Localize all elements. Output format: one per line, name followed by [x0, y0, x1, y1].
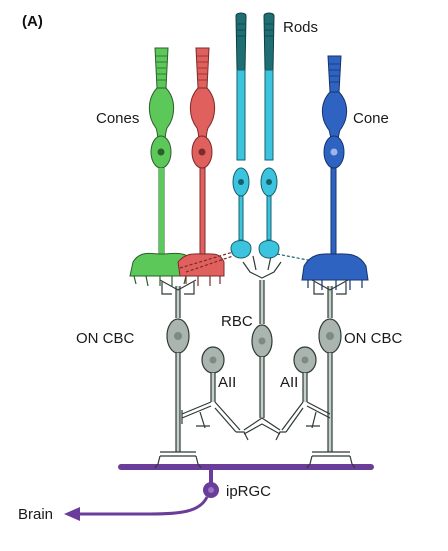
aii-right-label: AII	[280, 374, 298, 391]
on-cbc-right-cell	[309, 279, 353, 465]
rbc-label: RBC	[221, 313, 253, 330]
cones-label: Cones	[96, 110, 139, 127]
panel-label: (A)	[22, 13, 43, 30]
on-cbc-right-label: ON CBC	[344, 330, 403, 347]
rod-right-cell	[258, 12, 280, 259]
aii-right-cell	[281, 346, 331, 433]
on-cbc-left-label: ON CBC	[76, 330, 135, 347]
cone-rod-gap-junction	[179, 251, 234, 273]
rod-cone-gap-junction	[276, 253, 319, 263]
on-cbc-left-cell	[157, 279, 199, 465]
iprgc-cell	[64, 463, 374, 521]
blue-cone-pedicle	[301, 253, 369, 281]
aii-left-cell	[181, 346, 241, 433]
arrow-left-icon	[64, 507, 80, 521]
cone-label: Cone	[353, 110, 389, 127]
blue-cone-cell	[301, 55, 369, 290]
rods-label: Rods	[283, 19, 318, 36]
gray-neuron-network	[157, 255, 353, 465]
green-cone-cell	[129, 47, 197, 287]
iprgc-label: ipRGC	[226, 483, 271, 500]
rbc-cell	[242, 255, 282, 435]
red-cone-cell	[177, 47, 225, 286]
iprgc-dendrite-band	[118, 464, 374, 470]
rod-left-cell	[230, 12, 252, 259]
red-cone-pedicle	[177, 253, 225, 277]
brain-label: Brain	[18, 506, 53, 523]
rod-left-spherule	[230, 240, 252, 259]
aii-left-label: AII	[218, 374, 236, 391]
rod-right-spherule	[258, 240, 280, 259]
aii-rbc-junction	[236, 431, 286, 441]
iprgc-axon	[74, 496, 209, 516]
